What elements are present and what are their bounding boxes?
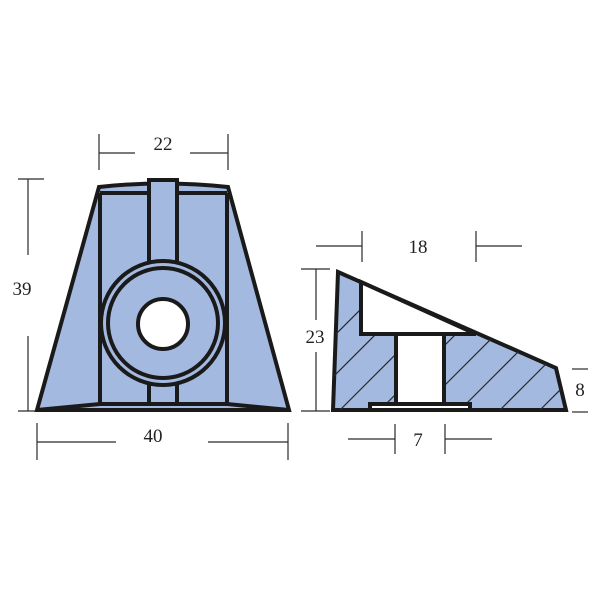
dim-label-40: 40 [144, 426, 163, 447]
front-top-tab [147, 178, 179, 262]
dim-label-23: 23 [306, 327, 325, 348]
side-dim-slot-width: 7 [348, 424, 492, 454]
side-dim-height: 23 [301, 268, 330, 412]
dim-label-39: 39 [13, 279, 32, 300]
bolt-hole [136, 297, 190, 351]
side-view [330, 268, 569, 412]
side-slot [394, 332, 446, 410]
front-dim-top-width: 22 [98, 134, 229, 170]
front-dim-base-width: 40 [36, 423, 289, 460]
side-dim-end-height: 8 [572, 368, 588, 413]
dim-label-18: 18 [409, 237, 428, 258]
front-dim-height: 39 [13, 178, 44, 412]
side-upper-pocket [359, 278, 477, 336]
dim-label-22: 22 [154, 134, 173, 155]
dim-label-7: 7 [413, 430, 423, 451]
front-view [34, 178, 292, 412]
boss-inner-ring [106, 266, 220, 380]
dim-label-8: 8 [575, 380, 585, 401]
side-dim-top-length: 18 [316, 231, 522, 262]
front-base-bevel [36, 402, 290, 412]
side-base-recess [368, 402, 472, 412]
